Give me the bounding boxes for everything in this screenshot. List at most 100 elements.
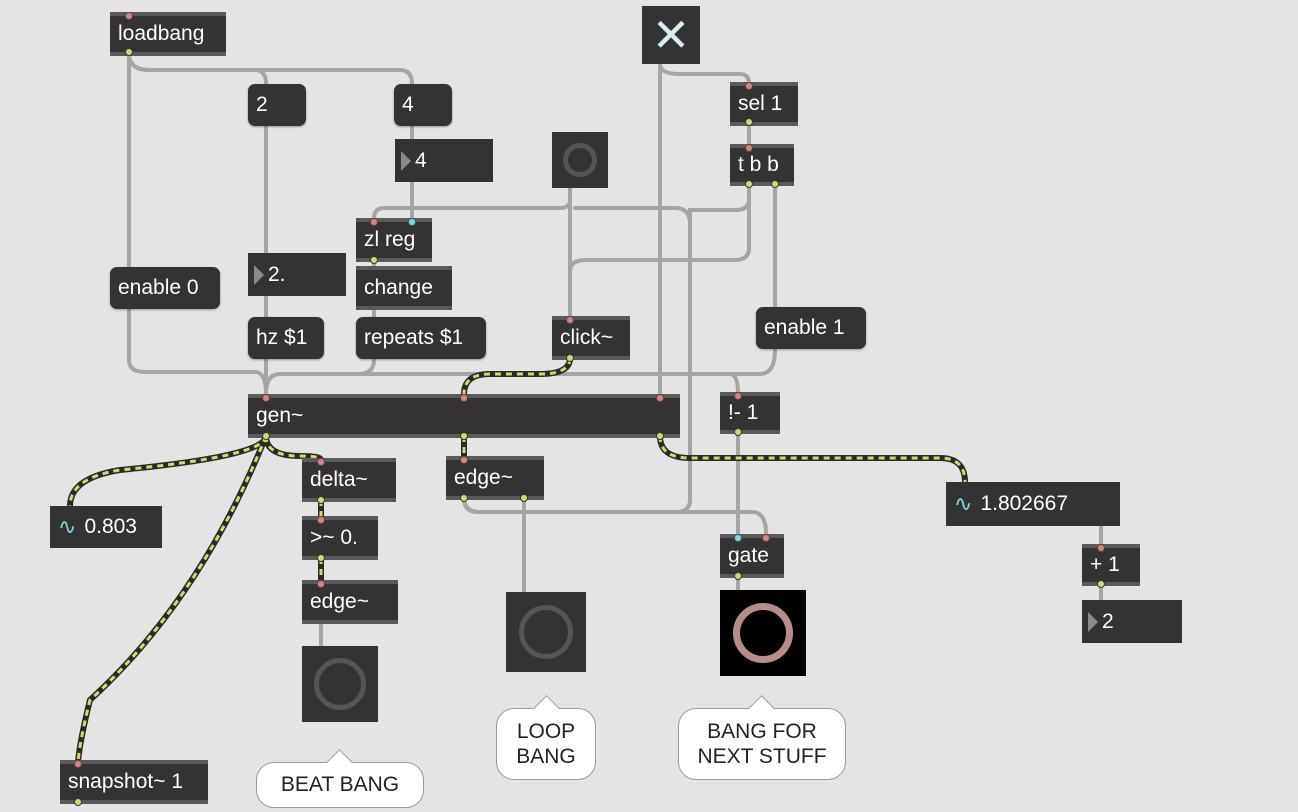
t-b-b-label: t b b bbox=[738, 153, 779, 176]
message-hz[interactable]: hz $1 bbox=[248, 317, 324, 359]
edge-tilde-top-label: edge~ bbox=[454, 466, 513, 489]
outlet[interactable] bbox=[317, 554, 325, 562]
outlet[interactable] bbox=[317, 496, 325, 504]
click-tilde-label: click~ bbox=[560, 326, 614, 349]
message-repeats[interactable]: repeats $1 bbox=[356, 317, 486, 359]
outlet[interactable] bbox=[1097, 580, 1105, 588]
inlet[interactable] bbox=[734, 392, 742, 400]
edge-tilde-bottom-label: edge~ bbox=[310, 590, 369, 613]
outlet[interactable] bbox=[656, 432, 664, 440]
number-box-float[interactable]: 2. bbox=[248, 253, 346, 296]
inlet[interactable] bbox=[317, 458, 325, 466]
inlet[interactable] bbox=[745, 144, 753, 152]
number-box-2[interactable]: 2 bbox=[1082, 600, 1182, 643]
loadbang-label: loadbang bbox=[118, 22, 205, 45]
outlet[interactable] bbox=[745, 180, 753, 188]
outlet[interactable] bbox=[734, 428, 742, 436]
gte-tilde-label: >~ 0. bbox=[310, 526, 358, 549]
bang-circle-icon bbox=[519, 605, 573, 659]
number-box-4-value: 4 bbox=[415, 148, 427, 172]
beat-bang[interactable] bbox=[302, 646, 378, 722]
hz-label: hz $1 bbox=[256, 326, 308, 349]
message-enable-1[interactable]: enable 1 bbox=[756, 307, 866, 349]
outlet[interactable] bbox=[771, 180, 779, 188]
inlet[interactable] bbox=[745, 82, 753, 90]
loop-bang[interactable] bbox=[506, 592, 586, 672]
number-arrow-icon bbox=[401, 150, 411, 171]
outlet[interactable] bbox=[370, 256, 378, 264]
bang-circle-icon bbox=[733, 603, 793, 663]
message-2[interactable]: 2 bbox=[248, 84, 306, 126]
outlet[interactable] bbox=[460, 432, 468, 440]
number-box-4[interactable]: 4 bbox=[395, 139, 493, 182]
gate-object[interactable]: gate bbox=[720, 534, 784, 578]
number-arrow-icon bbox=[254, 264, 264, 285]
sel-1-object[interactable]: sel 1 bbox=[730, 82, 798, 126]
outlet[interactable] bbox=[520, 494, 528, 502]
change-label: change bbox=[364, 276, 433, 299]
next-stuff-bang[interactable] bbox=[720, 590, 806, 676]
inlet[interactable] bbox=[125, 12, 133, 20]
message-enable-0[interactable]: enable 0 bbox=[110, 267, 220, 309]
signal-wave-icon: ∿ bbox=[954, 491, 973, 516]
message-4-label: 4 bbox=[402, 93, 414, 116]
message-2-label: 2 bbox=[256, 93, 268, 116]
outlet[interactable] bbox=[734, 572, 742, 580]
inlet[interactable] bbox=[408, 218, 416, 226]
zl-reg-label: zl reg bbox=[364, 228, 416, 251]
signal-number-right[interactable]: ∿1.802667 bbox=[946, 482, 1120, 526]
number-box-2-value: 2 bbox=[1102, 609, 1114, 633]
comment-beat-bang: BEAT BANG bbox=[256, 749, 424, 808]
inlet[interactable] bbox=[566, 316, 574, 324]
enable-0-label: enable 0 bbox=[118, 276, 199, 299]
delta-tilde-object[interactable]: delta~ bbox=[302, 458, 396, 502]
plus-1-object[interactable]: + 1 bbox=[1082, 544, 1140, 586]
outlet[interactable] bbox=[460, 494, 468, 502]
snapshot-tilde-label: snapshot~ 1 bbox=[68, 770, 184, 793]
inlet[interactable] bbox=[74, 760, 82, 768]
bang-circle-icon bbox=[563, 143, 597, 177]
change-object[interactable]: change bbox=[356, 266, 452, 310]
number-arrow-icon bbox=[1088, 611, 1098, 632]
inlet[interactable] bbox=[460, 456, 468, 464]
outlet[interactable] bbox=[566, 354, 574, 362]
toggle-x[interactable]: ✕ bbox=[642, 6, 700, 64]
delta-tilde-label: delta~ bbox=[310, 468, 368, 491]
sel-1-label: sel 1 bbox=[738, 92, 783, 115]
plus-1-label: + 1 bbox=[1090, 553, 1120, 576]
outlet[interactable] bbox=[745, 118, 753, 126]
inlet[interactable] bbox=[262, 394, 270, 402]
inlet[interactable] bbox=[460, 394, 468, 402]
outlet[interactable] bbox=[262, 432, 270, 440]
bang-top[interactable] bbox=[552, 132, 608, 188]
comment-loop-bang-text: LOOP BANG bbox=[516, 719, 576, 768]
inlet[interactable] bbox=[734, 534, 742, 542]
outlet[interactable] bbox=[125, 48, 133, 56]
comment-next-stuff-text: BANG FOR NEXT STUFF bbox=[697, 719, 827, 768]
inlet[interactable] bbox=[317, 580, 325, 588]
comment-beat-bang-text: BEAT BANG bbox=[280, 773, 400, 797]
gate-label: gate bbox=[728, 544, 769, 567]
not-minus-1-object[interactable]: !- 1 bbox=[720, 392, 780, 434]
outlet[interactable] bbox=[74, 798, 82, 806]
close-x-icon: ✕ bbox=[651, 9, 691, 61]
gte-tilde-object[interactable]: >~ 0. bbox=[302, 516, 378, 560]
inlet[interactable] bbox=[370, 218, 378, 226]
inlet[interactable] bbox=[656, 394, 664, 402]
snapshot-tilde-object[interactable]: snapshot~ 1 bbox=[60, 760, 208, 804]
enable-1-label: enable 1 bbox=[764, 316, 845, 339]
edge-tilde-object-bottom[interactable]: edge~ bbox=[302, 580, 398, 624]
comment-loop-bang: LOOP BANG bbox=[496, 695, 596, 780]
gen-tilde-label: gen~ bbox=[256, 404, 304, 427]
message-4[interactable]: 4 bbox=[394, 84, 452, 126]
t-b-b-object[interactable]: t b b bbox=[730, 144, 794, 186]
inlet[interactable] bbox=[317, 516, 325, 524]
comment-next-stuff: BANG FOR NEXT STUFF bbox=[678, 695, 846, 780]
click-tilde-object[interactable]: click~ bbox=[552, 316, 630, 360]
zl-reg-object[interactable]: zl reg bbox=[356, 218, 432, 262]
bang-circle-icon bbox=[314, 658, 366, 710]
inlet[interactable] bbox=[1097, 544, 1105, 552]
inlet[interactable] bbox=[762, 534, 770, 542]
repeats-label: repeats $1 bbox=[364, 326, 464, 349]
signal-number-left[interactable]: ∿0.803 bbox=[50, 506, 162, 548]
